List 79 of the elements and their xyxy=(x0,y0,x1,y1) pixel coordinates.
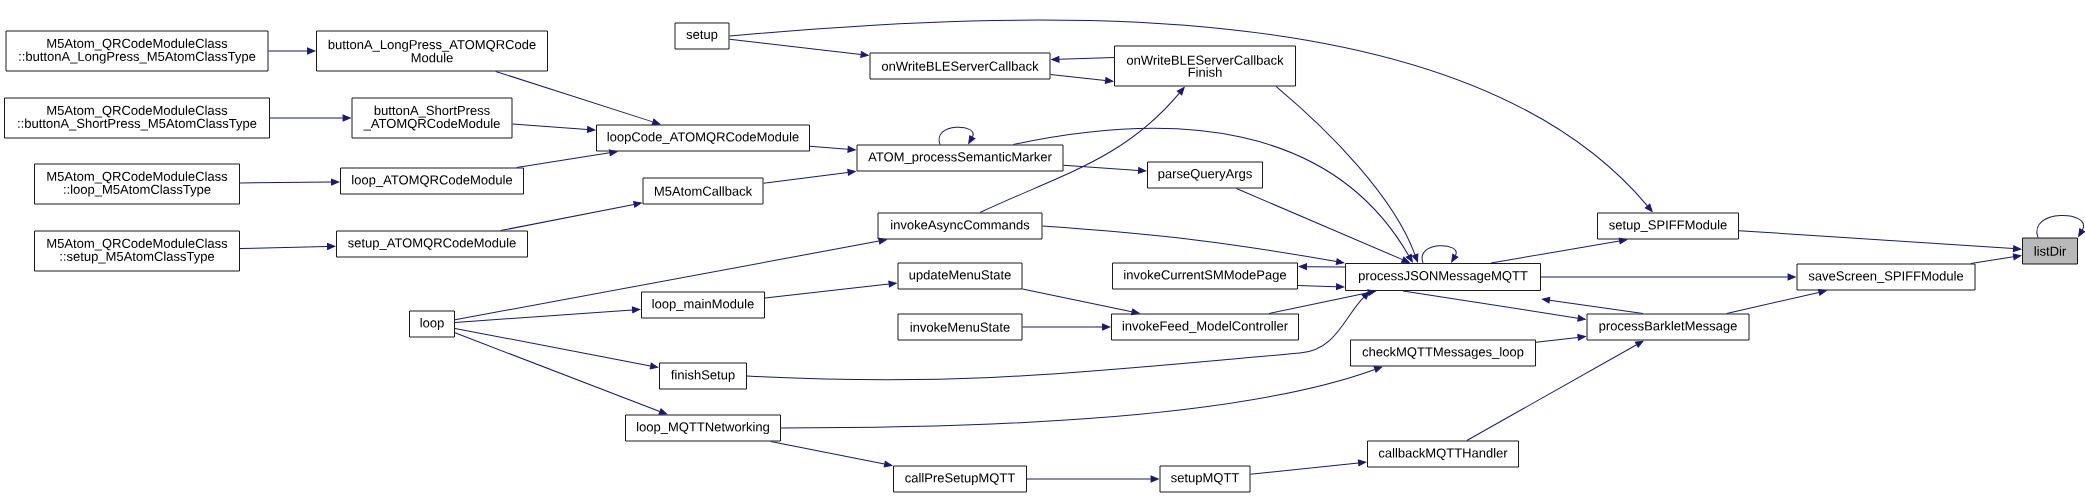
arrow xyxy=(1021,288,1140,316)
arrow xyxy=(1268,289,1376,315)
arrow xyxy=(809,145,856,153)
arrow xyxy=(1490,237,1628,264)
function-box: callPreSetupMQTT xyxy=(893,465,1027,493)
function-box: buttonA_ShortPress _ATOMQRCodeModule xyxy=(351,97,513,139)
arrow xyxy=(2036,215,2085,239)
arrow xyxy=(239,243,336,250)
function-box: loop_MQTTNetworking xyxy=(625,414,781,442)
function-box: invokeAsyncCommands xyxy=(877,212,1043,240)
arrow xyxy=(746,291,1370,381)
function-box: M5Atom_QRCodeModuleClass ::buttonA_LongPress_M5AtomClassType xyxy=(5,30,269,72)
function-box: loop xyxy=(409,310,455,338)
function-box: finishSetup xyxy=(659,362,747,390)
arrow xyxy=(1738,230,2022,252)
arrow xyxy=(454,237,887,321)
arrow xyxy=(454,332,668,415)
arrow xyxy=(1026,475,1159,483)
arrow xyxy=(938,126,976,146)
arrow xyxy=(1249,459,1367,475)
arrow xyxy=(1012,128,1413,263)
arrow xyxy=(764,280,897,299)
function-box: setup_ATOMQRCodeModule xyxy=(336,230,528,258)
function-box: loop_ATOMQRCodeModule xyxy=(340,167,524,195)
arrow xyxy=(728,19,1653,212)
arrow xyxy=(979,87,1185,214)
function-box: checkMQTTMessages_loop xyxy=(1350,339,1536,367)
function-box: M5Atom_QRCodeModuleClass ::buttonA_ShortPress_M5AtomClassType xyxy=(4,97,270,139)
function-box: M5AtomCallback xyxy=(642,177,764,205)
arrow xyxy=(269,114,351,122)
arrow xyxy=(1051,55,1115,63)
arrow xyxy=(1041,225,1345,265)
arrow xyxy=(454,306,641,323)
arrow xyxy=(1726,289,1827,315)
arrow xyxy=(516,149,618,169)
arrow xyxy=(1541,296,1644,315)
arrow xyxy=(1402,290,1586,322)
function-box: updateMenuState xyxy=(897,262,1023,290)
function-box: setup_SPIFFModule xyxy=(1597,212,1739,240)
arrow xyxy=(1298,263,1346,271)
arrow xyxy=(1421,245,1459,264)
arrow xyxy=(239,178,340,186)
function-box: setupMQTT xyxy=(1159,465,1251,493)
arrow xyxy=(1535,334,1586,343)
function-box: processJSONMessageMQTT xyxy=(1345,263,1541,291)
function-box: M5Atom_QRCodeModuleClass ::loop_M5AtomClassType xyxy=(34,163,240,205)
function-box: M5Atom_QRCodeModuleClass ::setup_M5AtomClassType xyxy=(34,230,240,272)
arrow xyxy=(454,327,659,370)
function-box: onWriteBLEServerCallback xyxy=(869,52,1051,80)
function-box: invokeMenuState xyxy=(897,313,1023,341)
arrow xyxy=(1275,85,1419,263)
function-box: ATOM_processSemanticMarker xyxy=(856,144,1064,172)
function-box: setup xyxy=(674,22,730,50)
arrow xyxy=(1049,73,1114,84)
function-box: loopCode_ATOMQRCodeModule xyxy=(596,124,810,152)
function-box: loop_mainModule xyxy=(641,291,765,319)
arrow xyxy=(780,366,1383,429)
arrow xyxy=(1540,273,1796,281)
function-box: processBarkletMessage xyxy=(1586,313,1750,341)
arrow xyxy=(267,47,316,55)
function-box: parseQueryArgs xyxy=(1147,161,1263,189)
function-box: invokeCurrentSMModePage xyxy=(1112,262,1298,290)
function-box: invokeFeed_ModelController xyxy=(1111,313,1299,341)
arrow xyxy=(1466,340,1644,442)
arrow xyxy=(1297,283,1345,291)
arrow xyxy=(1062,164,1147,174)
arrow xyxy=(1235,187,1410,263)
function-box: callbackMQTTHandler xyxy=(1367,440,1519,468)
arrow xyxy=(511,123,596,133)
arrow xyxy=(728,38,869,58)
arrow xyxy=(1970,253,2022,265)
function-box: onWriteBLEServerCallback Finish xyxy=(1114,45,1296,87)
function-box: listDir xyxy=(2022,237,2078,265)
arrow xyxy=(1021,323,1111,331)
arrow xyxy=(762,169,856,184)
function-box: buttonA_LongPress_ATOMQRCode Module xyxy=(316,30,548,72)
arrow xyxy=(770,440,893,468)
arrow xyxy=(500,201,642,232)
function-box: saveScreen_SPIFFModule xyxy=(1796,263,1976,291)
